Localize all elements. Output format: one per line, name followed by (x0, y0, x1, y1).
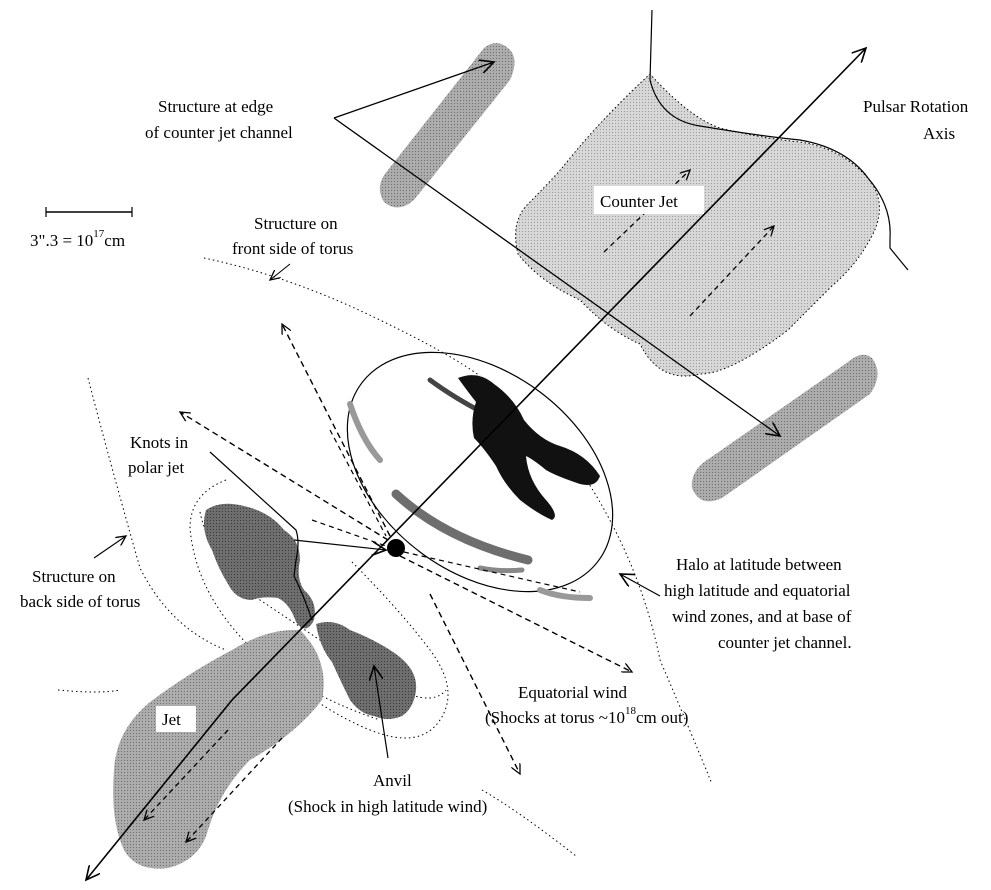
edge-structure-label-2: of counter jet channel (145, 123, 293, 142)
halo-label-4: counter jet channel. (718, 633, 852, 652)
scale-exp: 17 (93, 228, 105, 240)
edge-structure-lower (692, 355, 878, 502)
right-torus-structure (580, 470, 712, 784)
torus-ring (302, 303, 659, 641)
central-black-structure (458, 375, 600, 520)
pulsar-axis-label-1: Pulsar Rotation (863, 97, 969, 116)
halo-label-1: Halo at latitude between (676, 555, 842, 574)
torus-arc-light2 (540, 590, 590, 598)
equatorial-wind-label: Equatorial wind (518, 683, 628, 702)
scale-label: 3".3 = 1017cm (30, 228, 125, 250)
jet-label: Jet (162, 710, 181, 729)
bottom-torus-structure (482, 790, 576, 856)
front-torus-structure (204, 258, 480, 376)
shocks-label: (Shocks at torus ~1018cm out) (485, 705, 688, 727)
knot-structure-upper (204, 504, 315, 629)
shocks-exp: 18 (625, 705, 637, 717)
scale-unit: cm (104, 231, 125, 250)
shocks-unit: cm out) (636, 708, 688, 727)
back-torus-label-1: Structure on (32, 567, 116, 586)
wind-arrow-right (400, 556, 632, 672)
anvil-label-1: Anvil (373, 771, 412, 790)
counter-jet-label: Counter Jet (600, 192, 678, 211)
halo-label-2: high latitude and equatorial (664, 581, 851, 600)
pulsar-rotation-axis (232, 48, 866, 700)
wind-line-left (312, 520, 386, 546)
front-torus-label-2: front side of torus (232, 239, 353, 258)
front-torus-callout (270, 264, 290, 280)
halo-callout (620, 574, 660, 596)
knots-label-2: polar jet (128, 458, 184, 477)
wind-arrow-up (282, 324, 390, 536)
pulsar-axis-label-2: Axis (923, 124, 955, 143)
scale-base: 3".3 = 10 (30, 231, 93, 250)
jet-region (113, 630, 324, 869)
edge-structure-label-1: Structure at edge (158, 97, 273, 116)
back-torus-callout (94, 536, 126, 558)
halo-label-3: wind zones, and at base of (672, 607, 852, 626)
wind-arrow-down (430, 594, 520, 774)
wind-line-diag (330, 430, 386, 536)
anvil-label-2: (Shock in high latitude wind) (288, 797, 487, 816)
edge-structure-upper (380, 43, 515, 208)
knots-label-1: Knots in (130, 433, 189, 452)
knot-structure-lower (316, 622, 416, 719)
torus-arc-inner (396, 494, 528, 560)
counter-jet-region (516, 74, 880, 376)
back-torus-label-2: back side of torus (20, 592, 140, 611)
shocks-base: (Shocks at torus ~10 (485, 708, 625, 727)
pulsar (387, 539, 405, 557)
torus-arc-light (350, 404, 380, 460)
wind-line-right (404, 552, 580, 592)
lower-torus-structure (58, 690, 120, 692)
front-torus-label-1: Structure on (254, 214, 338, 233)
